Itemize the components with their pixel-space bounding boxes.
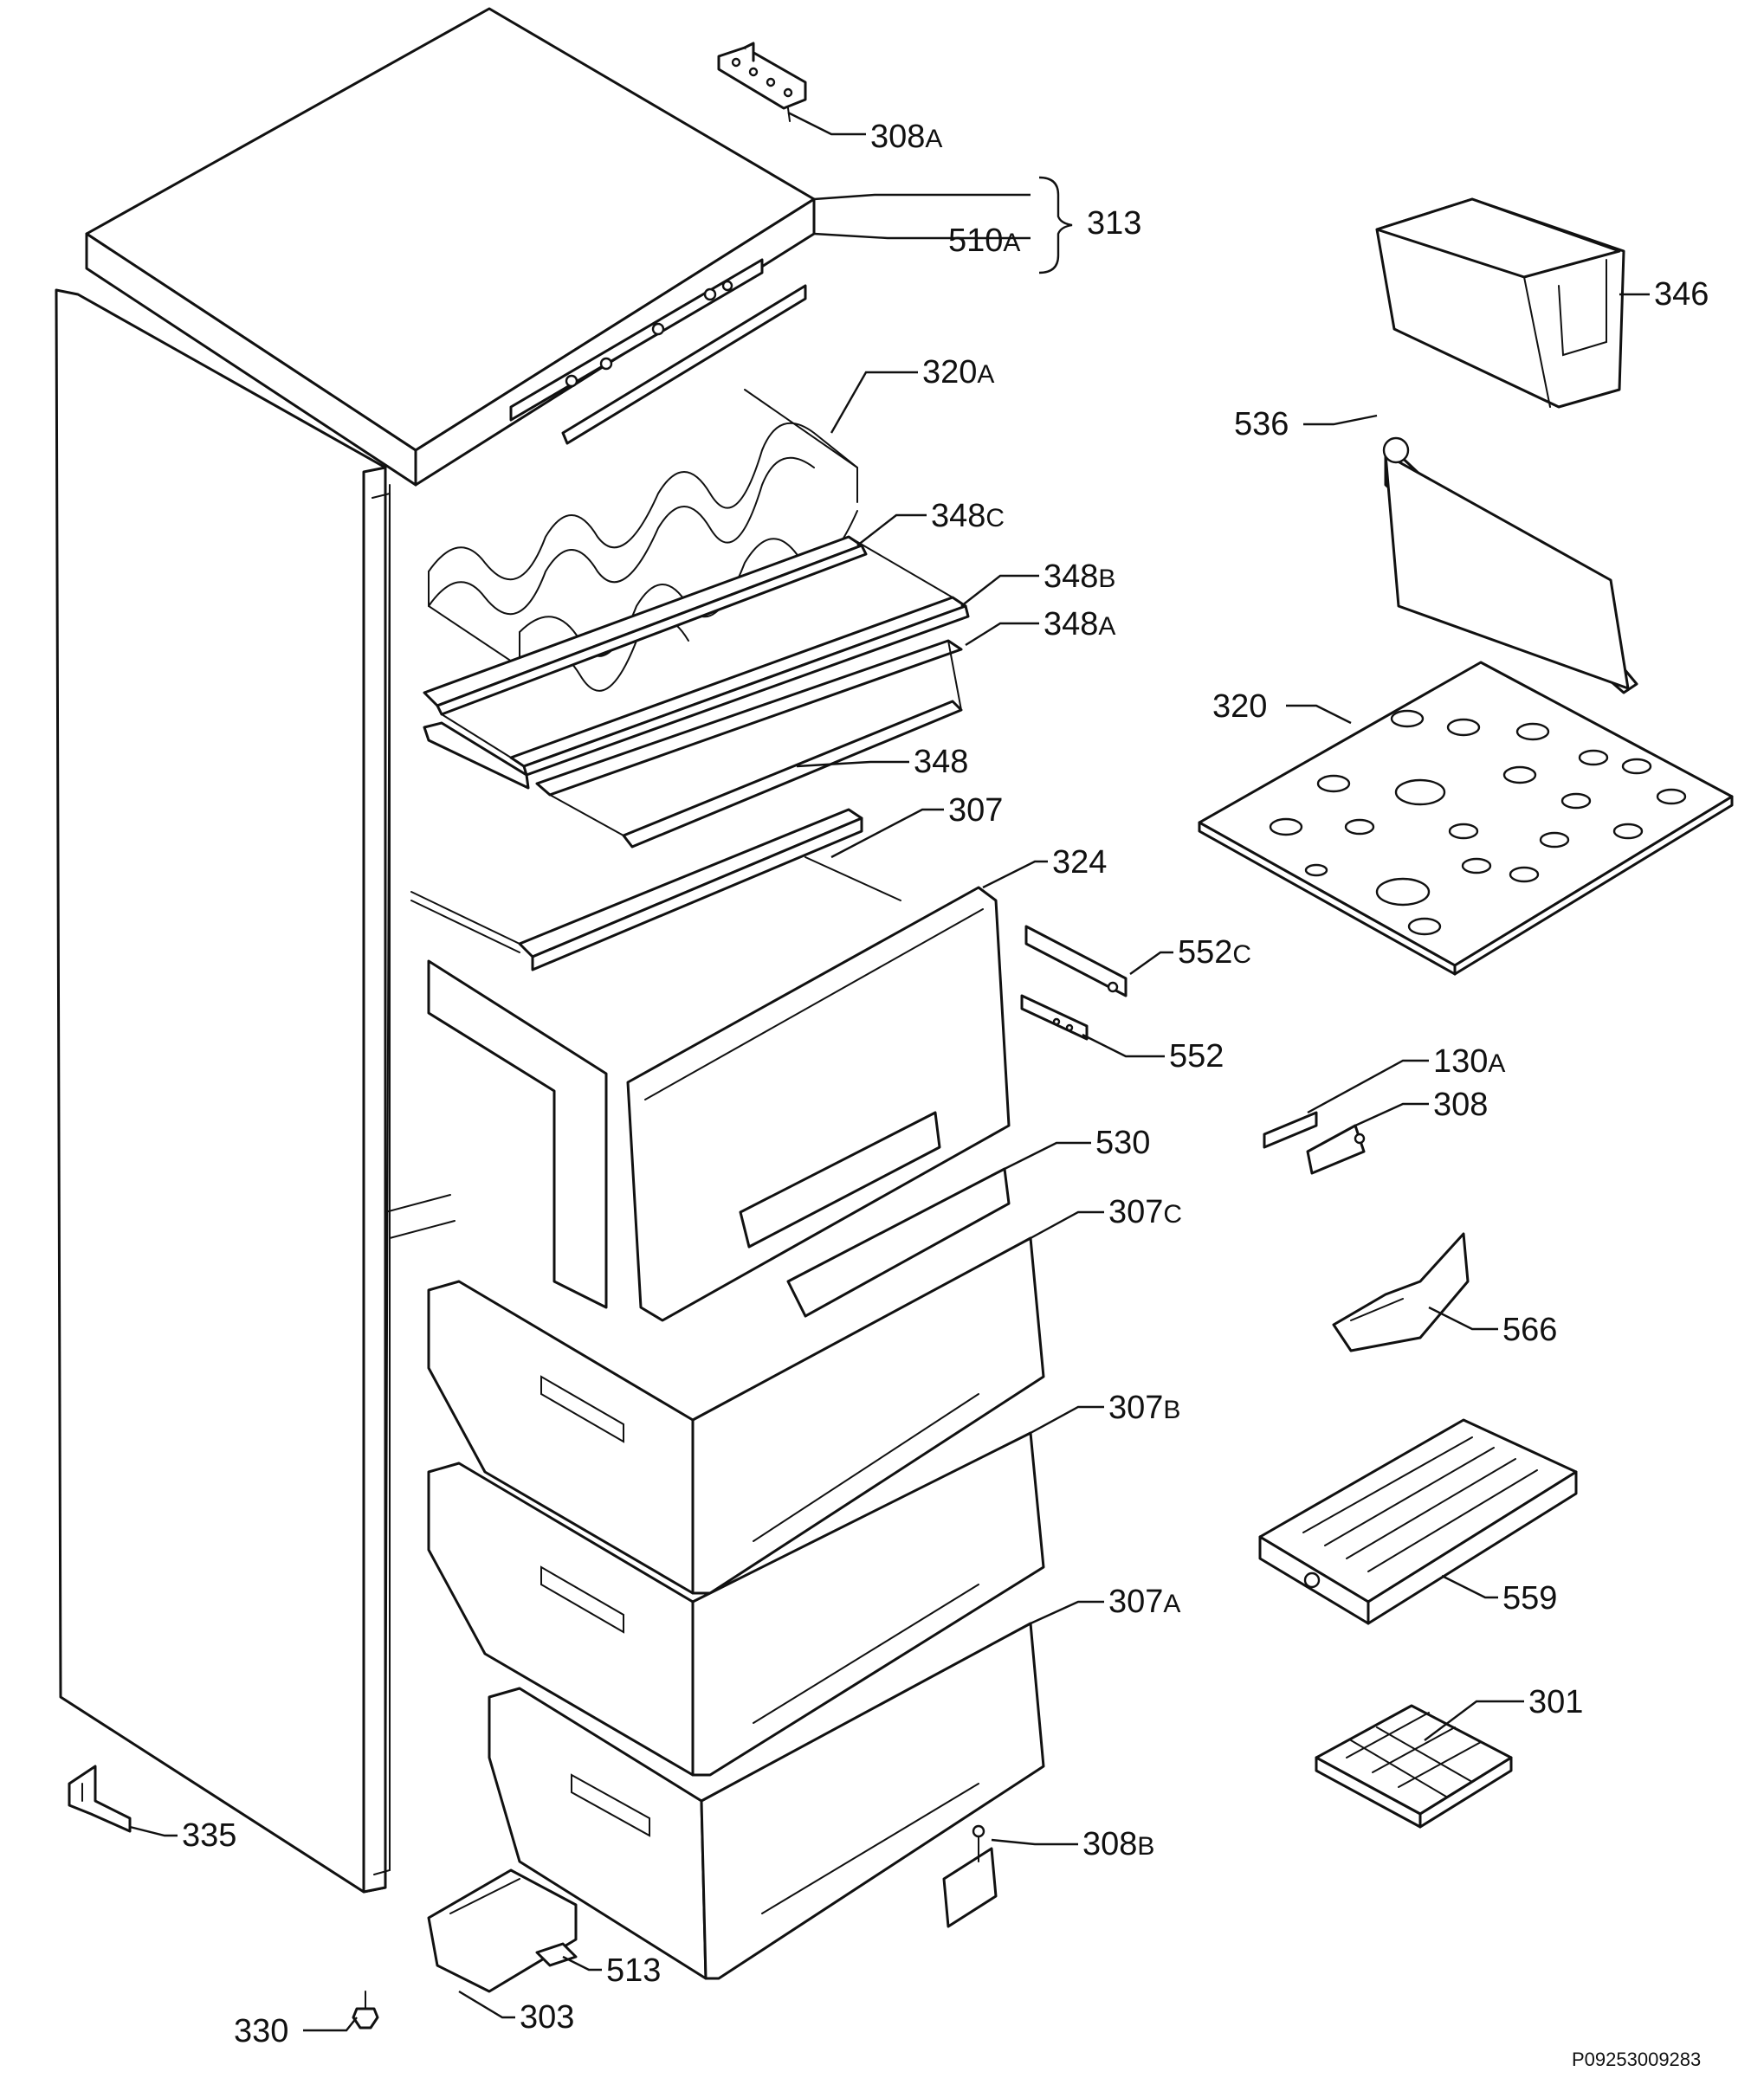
callout-530: 530 — [1095, 1125, 1150, 1161]
leader-lines — [129, 111, 1650, 2032]
callout-513: 513 — [606, 1952, 661, 1989]
drawer-307b — [427, 1431, 1045, 1777]
callout-301: 301 — [1528, 1684, 1583, 1720]
scraper-566 — [1332, 1232, 1470, 1352]
callout-335: 335 — [182, 1817, 236, 1854]
callout-320: 320 — [1212, 688, 1267, 725]
drawer-307 — [427, 856, 901, 1309]
callout-566: 566 — [1502, 1312, 1557, 1348]
bracket-308 — [1306, 1124, 1366, 1175]
callout-307b: 307B — [1108, 1390, 1180, 1426]
callout-313: 313 — [1087, 205, 1141, 242]
callout-348: 348 — [914, 744, 968, 780]
callout-552c: 552C — [1178, 934, 1251, 971]
glass-shelf-348a — [423, 639, 963, 849]
callout-308a: 308A — [870, 119, 942, 155]
plinth-303 — [427, 1868, 578, 1993]
drawer-307a — [488, 1622, 1045, 1980]
top-cover-313 — [85, 7, 816, 487]
drawing-reference: P09253009283 — [1572, 2049, 1701, 2070]
callout-320a: 320A — [922, 354, 994, 390]
cold-accumulator-559 — [1258, 1418, 1578, 1625]
callout-559: 559 — [1502, 1580, 1557, 1617]
callout-346: 346 — [1654, 276, 1709, 313]
group-brace — [1038, 176, 1073, 274]
foot-330 — [352, 1991, 379, 2030]
callout-308: 308 — [1433, 1087, 1488, 1123]
callout-510a: 510A — [948, 223, 1020, 259]
hinge-308a — [717, 42, 807, 122]
drawer-307c — [427, 1236, 1045, 1595]
callout-330: 330 — [234, 2013, 288, 2049]
callout-307: 307 — [948, 792, 1003, 829]
callout-303: 303 — [520, 1999, 574, 2036]
divider-536 — [1382, 436, 1638, 694]
hinge-308b — [942, 1824, 998, 1928]
slide-rail-552c — [1024, 925, 1128, 997]
callout-536: 536 — [1234, 406, 1289, 442]
hinge-335 — [68, 1765, 132, 1833]
clip-130a — [1263, 1111, 1318, 1149]
callout-348a: 348A — [1044, 606, 1115, 642]
ice-tray-301 — [1315, 1704, 1513, 1829]
clip-513 — [535, 1942, 578, 1967]
callout-348c: 348C — [931, 498, 1005, 534]
callout-348b: 348B — [1044, 558, 1115, 595]
cabinet-body — [55, 288, 456, 1894]
callout-308b: 308B — [1082, 1826, 1154, 1862]
glass-shelf-348c — [423, 535, 868, 716]
callout-130a: 130A — [1433, 1043, 1505, 1080]
callout-307c: 307C — [1108, 1194, 1182, 1230]
flap-324 — [626, 886, 1011, 1322]
slide-rail-552 — [1020, 994, 1089, 1041]
callout-307a: 307A — [1108, 1584, 1180, 1620]
callout-labels: 308A 313 510A 346 320A 536 348C 348B 348… — [182, 119, 1709, 2049]
shelf-348 — [410, 808, 863, 971]
callout-552: 552 — [1169, 1038, 1224, 1074]
shelf-320 — [1198, 661, 1734, 976]
callout-324: 324 — [1052, 844, 1107, 881]
glass-shelf-348b — [441, 536, 970, 777]
trim-strip-530 — [786, 1167, 1011, 1318]
bottle-shelf-346 — [1375, 197, 1625, 409]
